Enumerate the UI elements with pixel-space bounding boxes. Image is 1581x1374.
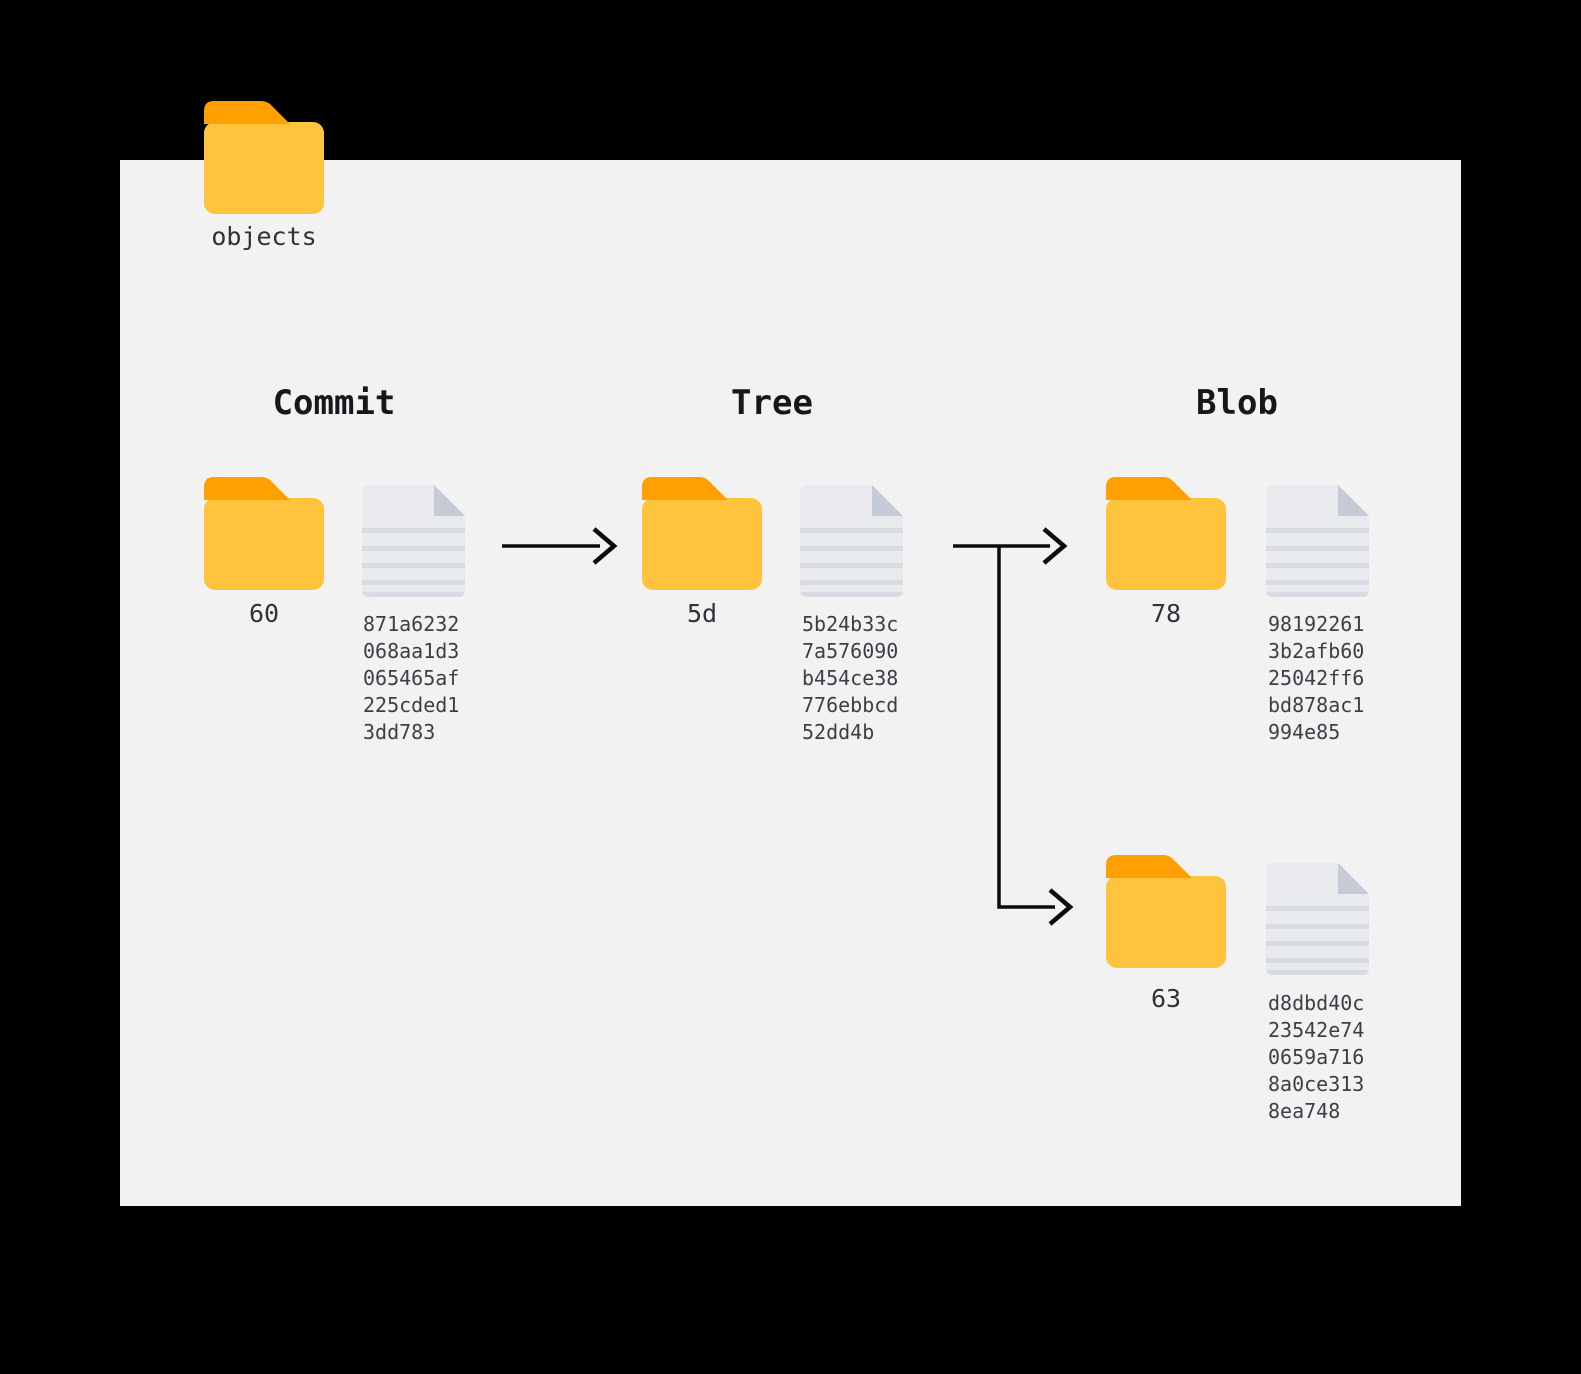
blob-78-hash-text: 98192261 3b2afb60 25042ff6 bd878ac1 994e… — [1268, 612, 1365, 744]
blob-63-folder-label: 63 — [1150, 984, 1182, 1013]
section-title-commit: Commit — [272, 383, 396, 423]
blob-63-hash-text: d8dbd40c 23542e74 0659a716 8a0ce313 8ea7… — [1268, 991, 1365, 1123]
background-panel — [120, 160, 1461, 1206]
arrow-commit-to-tree-icon — [502, 527, 618, 565]
commit-folder-label: 60 — [248, 599, 280, 628]
objects-folder-label: objects — [211, 222, 317, 251]
tree-folder-label: 5d — [686, 599, 718, 628]
tree-hash-text: 5b24b33c 7a576090 b454ce38 776ebbcd 52dd… — [802, 612, 899, 744]
section-title-blob: Blob — [1196, 383, 1278, 423]
arrow-tree-to-blob-63-icon — [997, 546, 1074, 926]
blob-78-folder-label: 78 — [1150, 599, 1182, 628]
section-title-tree: Tree — [731, 383, 813, 423]
arrow-tree-to-blob-78-icon — [953, 527, 1068, 565]
commit-hash-text: 871a6232 068aa1d3 065465af 225cded1 3dd7… — [363, 612, 460, 744]
